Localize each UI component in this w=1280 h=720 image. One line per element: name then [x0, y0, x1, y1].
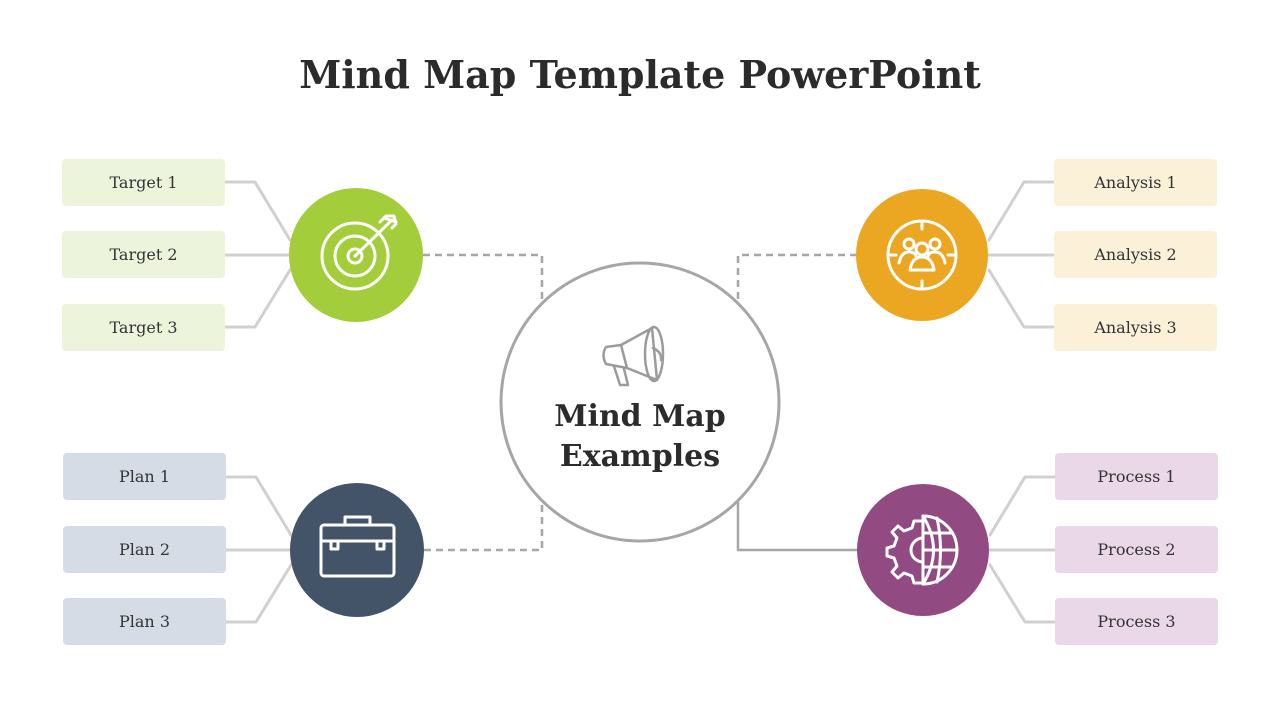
center-circle [499, 261, 781, 543]
connector-line [988, 563, 1057, 624]
analysis-item-2: Analysis 2 [1054, 231, 1217, 278]
plan-center-link [424, 502, 544, 552]
connector-line [988, 475, 1057, 537]
target-item-2: Target 2 [62, 231, 225, 278]
connector-line [224, 475, 293, 537]
connector-line [987, 268, 1056, 329]
analysis-item-3: Analysis 3 [1054, 304, 1217, 351]
page-title: Mind Map Template PowerPoint [299, 52, 981, 97]
analysis-connectors [987, 180, 1056, 329]
connector-line [224, 563, 293, 624]
plan-item-1: Plan 1 [63, 453, 226, 500]
process-center-link [736, 502, 857, 552]
team-focus-icon [886, 219, 958, 291]
analysis-item-1: Analysis 1 [1054, 159, 1217, 206]
connector-line [987, 180, 1056, 242]
target-item-1: Target 1 [62, 159, 225, 206]
center-label-line1: Mind Map [554, 399, 726, 434]
center-label: Mind Map Examples [500, 397, 780, 477]
plan-hub [290, 483, 424, 617]
analysis-center-link [736, 253, 857, 300]
plan-connectors [224, 475, 293, 624]
gear-globe-icon [885, 514, 959, 586]
process-item-3: Process 3 [1055, 598, 1218, 645]
target-connectors [223, 180, 292, 329]
connector-line [223, 268, 292, 329]
target-item-3: Target 3 [62, 304, 225, 351]
process-item-1: Process 1 [1055, 453, 1218, 500]
plan-item-3: Plan 3 [63, 598, 226, 645]
briefcase-icon [319, 515, 396, 578]
target-icon [320, 214, 398, 291]
process-item-2: Process 2 [1055, 526, 1218, 573]
plan-item-2: Plan 2 [63, 526, 226, 573]
connector-line [223, 180, 292, 242]
process-connectors [988, 475, 1057, 624]
target-center-link [423, 253, 544, 300]
megaphone-icon [602, 325, 665, 387]
center-label-line2: Examples [559, 439, 721, 474]
